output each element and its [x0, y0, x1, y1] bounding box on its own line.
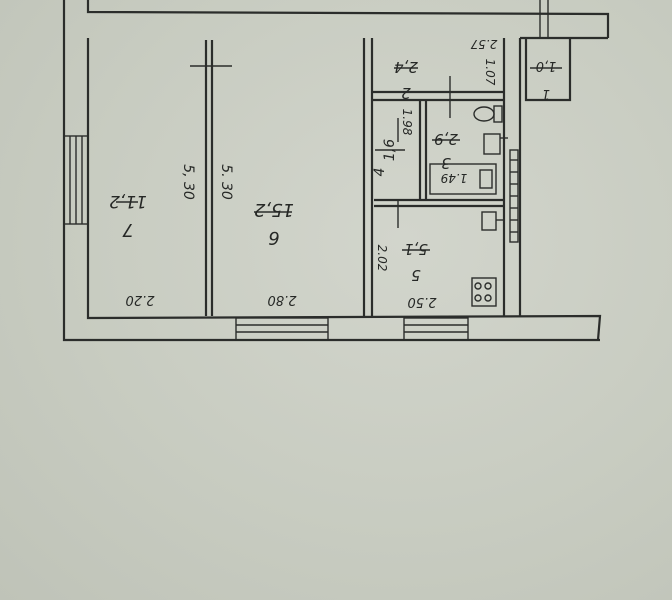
dim-room2-depth: 1.07 — [483, 59, 497, 86]
room-fraction-lines — [116, 67, 562, 251]
dim-room4-depth: 1.98 — [400, 109, 414, 136]
room-1-area: 1,0 — [536, 58, 557, 73]
room-5-area: 5,1 — [404, 240, 428, 258]
bathtub-icon — [429, 163, 497, 195]
sink-room5-icon — [481, 211, 504, 231]
dim-room5-depth: 2.02 — [375, 245, 389, 272]
room-6-area: 15,2 — [254, 199, 294, 220]
dim-room2-width: 2.57 — [470, 37, 497, 51]
stove-icon — [471, 277, 497, 307]
room-3-number: 3 — [441, 154, 451, 172]
window-left — [63, 135, 89, 225]
partition-7-6 — [190, 40, 232, 316]
wet-block-walls — [372, 38, 522, 316]
room-4-area: 1,6 — [382, 139, 398, 161]
room-1-number: 1 — [542, 86, 550, 101]
room-4-number: 4 — [372, 168, 388, 177]
toilet-icon — [473, 105, 503, 123]
window-bottom-1 — [235, 317, 329, 341]
dim-bath-width: 1.49 — [441, 171, 468, 185]
room-7-number: 7 — [122, 219, 134, 240]
partition-6-wet — [362, 38, 374, 316]
room-2-number: 2 — [401, 84, 411, 102]
dim-room7-width: 2.20 — [126, 292, 155, 307]
dim-depth-left: 5, 30 — [180, 164, 196, 200]
shaft-room-1 — [524, 0, 572, 102]
dim-room6-width: 2.80 — [268, 292, 297, 307]
room-6-number: 6 — [268, 227, 279, 248]
room-3-area: 2,9 — [434, 130, 458, 148]
dim-room5-width: 2.50 — [408, 294, 437, 309]
room-2-area: 2,4 — [394, 58, 418, 76]
room-7-area: 11,2 — [109, 191, 147, 211]
room-5-number: 5 — [411, 266, 421, 284]
sink-icon — [483, 133, 508, 155]
dim-depth-right: 5. 30 — [218, 164, 234, 200]
window-bottom-2 — [403, 317, 469, 341]
radiator-icon — [509, 149, 519, 243]
